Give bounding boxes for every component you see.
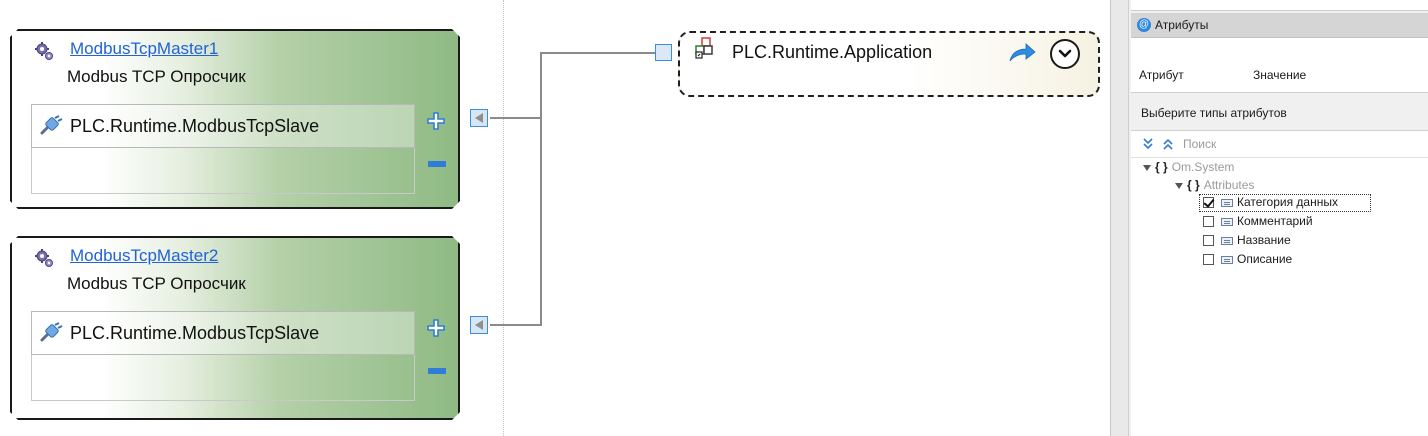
plug-icon [39,322,63,344]
tree-search-bar: Поиск [1131,131,1428,158]
minus-icon[interactable] [428,161,446,167]
arrow-forward-icon[interactable] [1008,43,1036,63]
slot-empty-area [31,148,415,194]
tree-item-label[interactable]: Комментарий [1237,214,1313,228]
attributes-grid: Атрибут Значение [1131,38,1428,93]
column-header-attribute[interactable]: Атрибут [1139,68,1184,82]
checkbox-comment[interactable] [1203,216,1214,227]
node-subtitle: Modbus TCP Опросчик [67,67,246,86]
tree-item-label[interactable]: Категория данных [1237,195,1338,209]
panel-gutter [1111,0,1129,436]
attributes-title: Атрибуты [1155,18,1209,32]
application-node[interactable]: PLC.Runtime.Application [678,31,1100,97]
minus-icon[interactable] [428,368,446,374]
node-modbus-master-1[interactable]: ModbusTcpMaster1 Modbus TCP Опросчик PLC… [10,29,460,209]
at-sign-icon: @ [1137,18,1151,32]
tree-item-label[interactable]: Описание [1237,252,1293,266]
tree-item-focus [1199,194,1371,212]
output-port-node-2[interactable] [470,316,488,334]
checkbox-name[interactable] [1203,235,1214,246]
gear-icon [34,248,54,268]
checkbox-description[interactable] [1203,254,1214,265]
tree-node-attributes[interactable]: { }Attributes [1187,178,1255,192]
tree-expander-icon[interactable] [1175,183,1183,189]
slot-item[interactable]: PLC.Runtime.ModbusTcpSlave [31,104,415,148]
attribute-icon [1221,199,1233,207]
canvas-divider [503,0,504,436]
input-port-application[interactable] [655,44,672,61]
plus-icon[interactable] [426,111,446,131]
port-arrow-icon [475,113,483,123]
node-modbus-master-2[interactable]: ModbusTcpMaster2 Modbus TCP Опросчик PLC… [10,236,460,420]
column-header-value[interactable]: Значение [1253,68,1307,82]
slot-label: PLC.Runtime.ModbusTcpSlave [70,116,320,136]
wire-node2-horizontal [490,324,542,326]
attribute-icon [1221,256,1233,264]
collapse-all-icon[interactable] [1161,137,1175,151]
expand-all-icon[interactable] [1141,137,1155,151]
attribute-icon [1221,237,1233,245]
wire-to-app [540,52,655,54]
slot-label: PLC.Runtime.ModbusTcpSlave [70,323,320,343]
application-label: PLC.Runtime.Application [732,42,933,62]
output-port-node-1[interactable] [470,109,488,127]
slot-item[interactable]: PLC.Runtime.ModbusTcpSlave [31,311,415,355]
expand-button[interactable] [1050,39,1080,69]
tree-item-label[interactable]: Название [1237,233,1291,247]
slot-empty-area [31,355,415,401]
plug-icon [39,115,63,137]
plus-icon[interactable] [426,318,446,338]
node-title-link[interactable]: ModbusTcpMaster1 [70,39,219,58]
search-input[interactable]: Поиск [1183,137,1217,151]
select-attribute-types-label: Выберите типы атрибутов [1141,106,1287,120]
application-icon [695,37,713,59]
tree-expander-icon[interactable] [1143,165,1151,171]
attribute-icon [1221,218,1233,226]
node-title-link[interactable]: ModbusTcpMaster2 [70,246,219,265]
wire-trunk-vertical [540,52,542,326]
port-arrow-icon [475,320,483,330]
node-subtitle: Modbus TCP Опросчик [67,274,246,293]
tree-node-namespace[interactable]: { }Om.System [1155,160,1235,174]
attribute-types-tree: Поиск { }Om.System { }Attributes Категор… [1131,130,1428,436]
gear-icon [34,41,54,61]
panel-top-strip [1131,0,1428,11]
checkbox-data-category[interactable] [1203,197,1214,208]
chevron-down-icon [1058,49,1072,58]
diagram-canvas[interactable]: ModbusTcpMaster1 Modbus TCP Опросчик PLC… [0,0,1110,436]
properties-panel: @ Атрибуты Атрибут Значение Выберите тип… [1110,0,1428,436]
attributes-header[interactable]: @ Атрибуты [1131,13,1428,38]
wire-node1-horizontal [490,117,540,119]
